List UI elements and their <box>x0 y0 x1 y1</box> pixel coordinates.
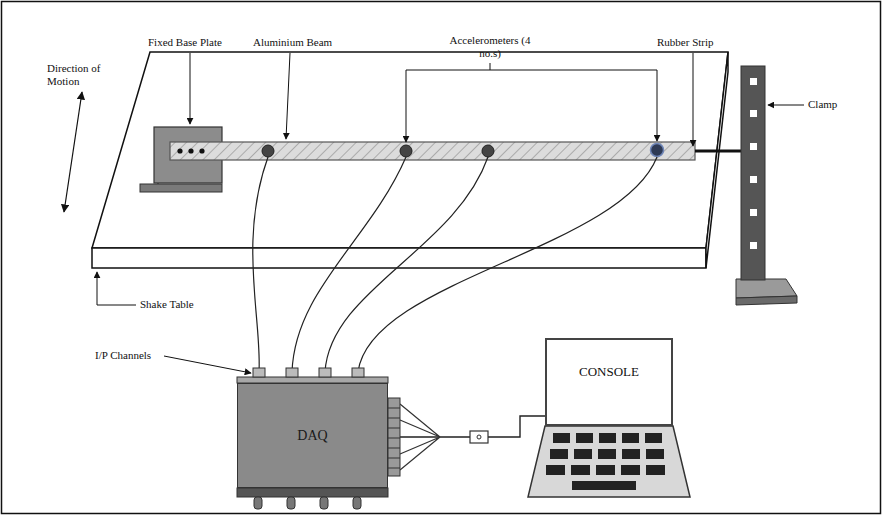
daq-box: DAQ <box>237 383 388 488</box>
sensor-wire <box>253 157 268 372</box>
accelerometer <box>262 145 274 157</box>
key <box>571 465 590 475</box>
key <box>598 449 616 459</box>
bolt-hole <box>188 148 193 153</box>
leader-line <box>406 63 657 70</box>
daq-pin <box>287 497 295 509</box>
input-channel <box>352 368 364 377</box>
input-channel <box>319 368 331 377</box>
clamp-bar <box>741 66 765 280</box>
key <box>621 465 640 475</box>
daq-pin <box>320 497 328 509</box>
aluminium-beam <box>170 142 695 160</box>
accelerometer <box>651 144 664 157</box>
key <box>622 449 640 459</box>
sensor-wire <box>292 157 406 372</box>
accelerometer <box>400 145 412 157</box>
clamp-hole <box>750 209 757 216</box>
clamp-hole <box>750 242 757 249</box>
leader-line <box>693 53 694 146</box>
node-label: CONSOLE <box>579 364 639 380</box>
daq-port-block <box>388 398 400 476</box>
shake-table-side <box>706 52 728 268</box>
key <box>574 449 592 459</box>
keyboard <box>528 426 690 497</box>
clamp-hole <box>750 78 757 85</box>
part-label: Direction of Motion <box>47 62 111 88</box>
part-label: Clamp <box>808 98 837 111</box>
daq-base <box>237 488 388 497</box>
key <box>576 433 593 443</box>
base-plate-foot <box>140 184 222 192</box>
key <box>646 465 665 475</box>
key <box>646 449 664 459</box>
leader-line <box>657 70 658 141</box>
clamp-base-edge <box>736 296 797 305</box>
shake-table-top <box>92 52 728 248</box>
cable-fan <box>400 404 440 470</box>
leader-line <box>768 105 804 106</box>
key <box>546 465 565 475</box>
console-screen: CONSOLE <box>545 338 673 426</box>
part-label: Accelerometers (4 no.s) <box>448 34 532 60</box>
input-channel <box>253 368 265 377</box>
connector-pin <box>477 435 481 439</box>
motion-arrow <box>64 92 82 212</box>
clamp-hole <box>750 176 757 183</box>
part-label: Rubber Strip <box>657 36 714 49</box>
leader-line <box>406 70 407 142</box>
leader-line <box>164 356 251 373</box>
node-label: DAQ <box>297 428 327 444</box>
bolt-hole <box>199 148 204 153</box>
data-cable <box>388 416 545 437</box>
part-label: Fixed Base Plate <box>148 36 222 49</box>
key <box>596 465 615 475</box>
part-label: I/P Channels <box>95 349 151 362</box>
sensor-wire <box>325 157 488 372</box>
clamp-base <box>736 279 797 298</box>
shake-table-front <box>92 248 706 268</box>
rubber-strip <box>695 150 741 153</box>
port-lines <box>388 408 400 468</box>
key <box>550 449 568 459</box>
leader-line <box>286 53 290 139</box>
part-label: Aluminium Beam <box>253 36 332 49</box>
accelerometer <box>482 145 494 157</box>
daq-pin <box>353 497 361 509</box>
leader-line <box>190 53 191 124</box>
key <box>599 433 616 443</box>
part-label: Shake Table <box>140 298 194 311</box>
key <box>553 433 570 443</box>
cable-connector <box>470 431 488 443</box>
key <box>622 433 639 443</box>
daq-pin <box>254 497 262 509</box>
clamp-hole <box>750 110 757 117</box>
input-channel <box>286 368 298 377</box>
leader-line <box>97 272 136 305</box>
clamp-hole <box>750 143 757 150</box>
key <box>645 433 662 443</box>
space-key <box>572 481 636 490</box>
bolt-hole <box>177 148 182 153</box>
